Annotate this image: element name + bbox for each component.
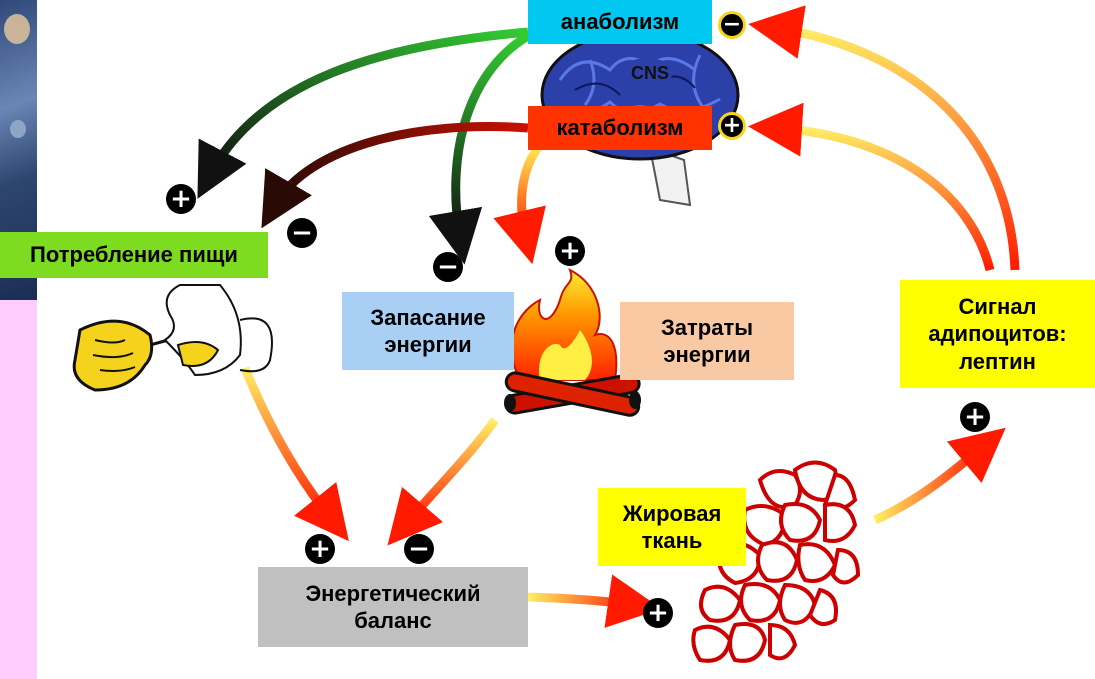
arrow-catabolism-to-food [261, 122, 529, 229]
cns-label: CNS [630, 62, 669, 83]
food-intake-label: Потребление пищи [0, 232, 268, 278]
storage-minus-sign: − [433, 252, 463, 282]
arrow-leptin-to-catabolism [748, 102, 995, 272]
arrow-food-to-balance [240, 366, 349, 542]
anabolism-minus-sign: − [718, 11, 746, 39]
campfire-icon [504, 268, 641, 417]
adipose-plus-sign: + [643, 598, 673, 628]
energy-balance-label: Энергетический баланс [258, 567, 528, 647]
balance-plus-sign: + [305, 534, 335, 564]
arrow-anabolism-to-food [197, 27, 529, 199]
food-plus-sign: + [166, 184, 196, 214]
leptin-signal-label: Сигнал адипоцитов: лептин [900, 280, 1095, 388]
hand-feeding-icon [72, 284, 273, 392]
adipose-tissue-label: Жировая ткань [598, 488, 746, 566]
food-minus-sign: − [287, 218, 317, 248]
arrow-catabolism-to-expenditure [493, 142, 546, 265]
leptin-plus-sign: + [960, 402, 990, 432]
balance-minus-sign: − [404, 534, 434, 564]
arrow-adipose-to-leptin [873, 427, 1006, 525]
anabolism-label: анаболизм [528, 0, 712, 44]
expenditure-plus-sign: + [555, 236, 585, 266]
arrow-leptin-to-anabolism [748, 5, 1020, 271]
left-strip [0, 300, 37, 679]
energy-storage-label: Запасание энергии [342, 292, 514, 370]
energy-expenditure-label: Затраты энергии [620, 302, 794, 380]
catabolism-plus-sign: + [718, 112, 746, 140]
arrow-balance-to-adipose [527, 574, 662, 628]
arrow-anabolism-to-storage [428, 32, 531, 265]
arrow-expenditure-to-balance [387, 417, 499, 546]
catabolism-label: катаболизм [528, 106, 712, 150]
